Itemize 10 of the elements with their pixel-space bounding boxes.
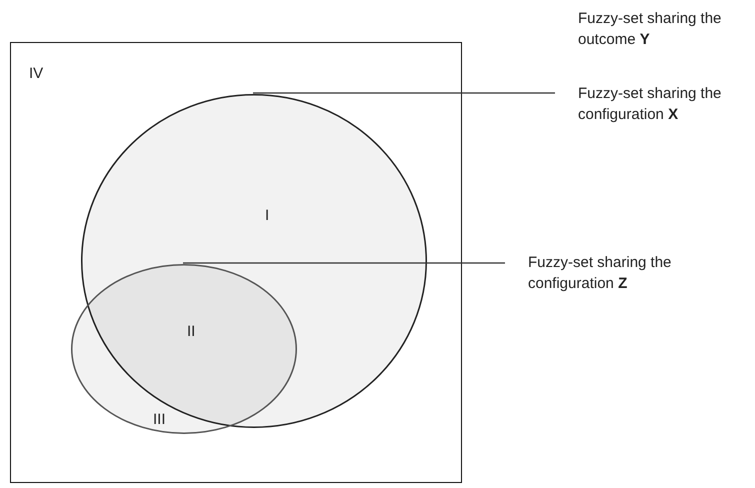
universe-rectangle	[10, 42, 462, 483]
leader-line	[253, 92, 555, 94]
region-label: II	[187, 323, 196, 341]
leader-line	[183, 262, 505, 264]
region-label: IV	[29, 65, 44, 83]
set-caption: Fuzzy-set sharing the configuration Z	[528, 253, 672, 294]
set-caption: Fuzzy-set sharing the configuration X	[578, 84, 722, 125]
region-label: III	[153, 411, 166, 429]
region-label: I	[265, 207, 270, 225]
set-caption: Fuzzy-set sharing the outcome Y	[578, 9, 722, 50]
